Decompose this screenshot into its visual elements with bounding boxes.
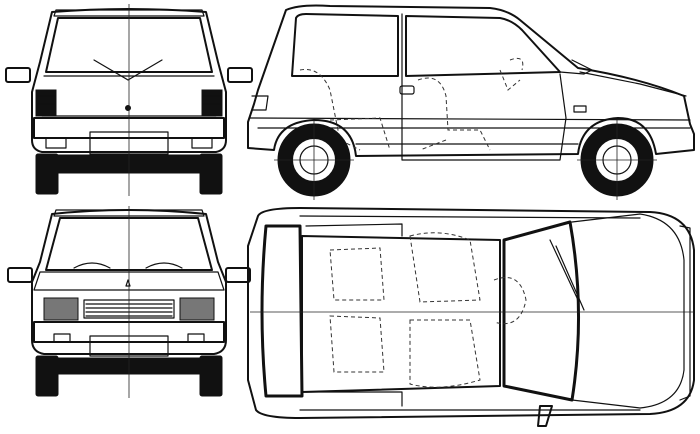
side-view: [247, 4, 695, 200]
front-wipers: [73, 262, 183, 269]
front-roof-edge: [53, 209, 205, 217]
rear-reflector-left: [45, 137, 67, 149]
top-hood: [571, 213, 685, 409]
front-hood: [33, 271, 225, 291]
top-view: [247, 207, 695, 427]
top-body-outline: [247, 207, 695, 419]
top-front-bumper: [679, 225, 691, 401]
front-windshield: [45, 217, 213, 271]
side-rear-wheel: [274, 120, 354, 200]
rear-left-taillight: [35, 89, 57, 117]
front-right-headlight: [179, 297, 215, 321]
rear-right-taillight: [201, 89, 223, 117]
side-door-handle: [399, 85, 415, 95]
side-hood-line: [579, 71, 687, 97]
side-door-window: [405, 15, 561, 77]
rear-left-mirror: [5, 67, 31, 83]
front-left-tire: [35, 355, 59, 397]
rear-view: [5, 4, 253, 196]
top-front-seats: [409, 232, 481, 388]
top-side-strips: [299, 215, 641, 411]
rear-body-outline: [31, 8, 227, 153]
top-mirror: [537, 405, 553, 427]
top-rear-window: [260, 224, 304, 398]
top-windshield: [502, 220, 580, 402]
front-right-tire: [199, 355, 223, 397]
top-roof: [301, 235, 501, 393]
front-left-headlight: [43, 297, 79, 321]
top-steering-wheel: [493, 277, 527, 325]
rear-lock: [125, 105, 131, 111]
side-front-seat: [417, 77, 491, 151]
front-right-mirror: [225, 267, 251, 283]
top-rear-seats: [329, 247, 385, 373]
rear-reflector-right: [191, 137, 213, 149]
side-steering-wheel: [499, 57, 524, 91]
rear-left-tire: [35, 153, 59, 195]
top-wiper: [549, 239, 585, 311]
rear-wiper: [93, 59, 163, 81]
side-front-wheel: [577, 120, 657, 200]
side-indicator: [573, 105, 587, 113]
front-left-mirror: [7, 267, 33, 283]
side-mirror: [559, 59, 593, 75]
front-fog-right: [187, 333, 205, 343]
rear-roof-lip: [53, 9, 205, 17]
rear-window: [45, 17, 213, 73]
top-door-lines: [305, 223, 403, 407]
side-rear-seat: [299, 68, 391, 151]
front-fog-left: [53, 333, 71, 343]
front-view: [7, 206, 251, 398]
side-door-outline: [401, 13, 567, 161]
side-rear-light: [251, 95, 269, 111]
side-rear-window: [291, 13, 399, 77]
rear-right-mirror: [227, 67, 253, 83]
rear-right-tire: [199, 153, 223, 195]
